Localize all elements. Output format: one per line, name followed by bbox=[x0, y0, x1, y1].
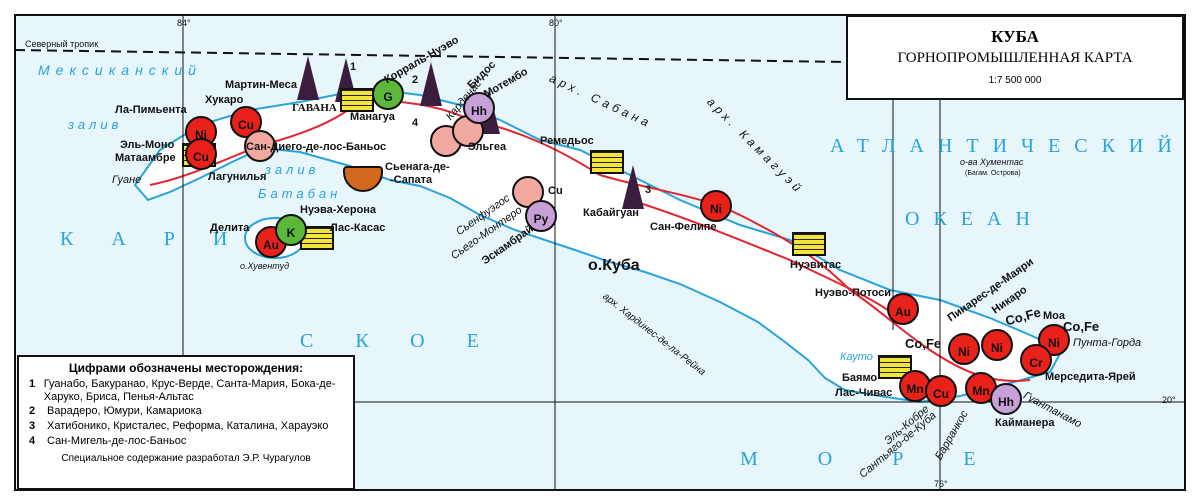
tropic-label: Северный тропик bbox=[25, 39, 99, 49]
railway-branch bbox=[629, 199, 901, 321]
place-label: Эльгеа bbox=[468, 141, 507, 153]
cuba-island-label: о.Куба bbox=[588, 257, 640, 274]
deposit-number: 1 bbox=[350, 61, 357, 73]
batabano-label: Батабан bbox=[258, 186, 342, 201]
ocean-label: ОКЕАН bbox=[905, 208, 1044, 230]
place-label: Пунта-Горда bbox=[1073, 337, 1142, 349]
deposit-number: 3 bbox=[645, 184, 652, 196]
salt-icon bbox=[590, 150, 624, 174]
capital-label: ГАВАНА bbox=[292, 102, 337, 114]
place-label: Кайманера bbox=[995, 417, 1055, 429]
pyrite-marker: Py bbox=[525, 200, 557, 232]
gulf-label-1: залив bbox=[68, 117, 123, 132]
cofe-label: Co,Fe bbox=[1063, 319, 1100, 334]
deposit-number: 4 bbox=[412, 117, 419, 129]
place-label: Мартин-Меса bbox=[225, 79, 297, 91]
nickel-marker: Ni bbox=[1038, 324, 1070, 356]
atlantic-label: АТЛАНТИЧЕСКИЙ bbox=[830, 135, 1186, 157]
caribbean-label-1: КАРИБ bbox=[60, 228, 315, 250]
place-label: Лагунилья bbox=[208, 171, 267, 183]
youth-island-label: о.Хувентуд bbox=[240, 261, 290, 271]
place-label: Нуэво-Потоси bbox=[815, 287, 892, 299]
title-box: КУБА ГОРНОПРОМЫШЛЕННАЯ КАРТА 1:7 500 000 bbox=[846, 15, 1184, 100]
legend-heading: Цифрами обозначены месторождения: bbox=[68, 361, 304, 375]
oil-icon bbox=[622, 165, 644, 209]
mexican-gulf-label: Мексиканский bbox=[38, 62, 202, 78]
place-label: Сьенага-де- bbox=[385, 161, 450, 173]
gulf-label-2: залив bbox=[265, 162, 320, 177]
oil-icon bbox=[420, 62, 442, 106]
nickel-marker: Ni bbox=[700, 190, 732, 222]
potassium-marker: K bbox=[275, 214, 307, 246]
place-label: Матаамбре bbox=[115, 152, 176, 164]
humentas-label: о-ва Хументас bbox=[960, 157, 1024, 167]
bahamas-label: (Багам. Острова) bbox=[965, 170, 1021, 177]
gypsum-marker: G bbox=[372, 78, 404, 110]
place-label: Нуэвитас bbox=[790, 259, 842, 271]
lat-20-label: 20° bbox=[1162, 395, 1176, 405]
river-label: Кауто bbox=[840, 351, 873, 363]
copper-marker: Cu bbox=[185, 138, 217, 170]
place-label: Нуэва-Херона bbox=[300, 204, 377, 216]
legend-credit: Специальное содержание разработал Э.Р. Ч… bbox=[61, 453, 311, 465]
hh-marker: Hh bbox=[463, 92, 495, 124]
tropic-line bbox=[14, 49, 847, 63]
salt-icon bbox=[340, 88, 374, 112]
place-label: Ремедьос bbox=[540, 135, 594, 147]
place-label: Лас-Чивас bbox=[835, 387, 893, 399]
oil-icon bbox=[297, 56, 319, 100]
cofe-label: Co,Fe bbox=[905, 336, 942, 351]
place-label: Кабайгуан bbox=[583, 207, 639, 219]
caribbean-label-2: СКОЕ bbox=[300, 330, 521, 352]
lon-80-label: 80° bbox=[549, 18, 563, 28]
caribbean-label-3: МОРЕ bbox=[740, 448, 1036, 470]
place-label: -Сапата bbox=[390, 174, 433, 186]
place-label: Сан-Диего-де-лос-Баньос bbox=[246, 141, 387, 153]
map-subtitle: ГОРНОПРОМЫШЛЕННАЯ КАРТА bbox=[897, 50, 1133, 66]
gold-marker: Au bbox=[887, 293, 919, 325]
nickel-marker: Ni bbox=[948, 333, 980, 365]
nickel-marker: Ni bbox=[981, 329, 1013, 361]
hh-marker: Hh bbox=[990, 383, 1022, 415]
place-label: Ла-Пимьента bbox=[115, 104, 187, 116]
map-title: КУБА bbox=[991, 27, 1039, 46]
place-label: Баямо bbox=[842, 372, 878, 384]
deposit-marker bbox=[244, 130, 276, 162]
copper-label: Cu bbox=[548, 185, 563, 197]
map-scale: 1:7 500 000 bbox=[988, 75, 1042, 86]
lon-84-label: 84° bbox=[177, 18, 191, 28]
place-label: Делита bbox=[210, 222, 250, 234]
copper-marker: Cu bbox=[925, 375, 957, 407]
salt-icon bbox=[792, 232, 826, 256]
place-label: Манагуа bbox=[350, 111, 395, 123]
chromium-marker: Cr bbox=[1020, 344, 1052, 376]
place-label: Гуане bbox=[112, 174, 142, 186]
deposit-number: 2 bbox=[412, 74, 419, 86]
place-label: Хукаро bbox=[205, 94, 244, 106]
place-label: Эль-Моно bbox=[120, 139, 175, 151]
place-label: Лас-Касас bbox=[330, 222, 386, 234]
place-label: Мерседита-Ярей bbox=[1045, 371, 1136, 383]
place-label: Моа bbox=[1043, 310, 1065, 322]
place-label: Сан-Фелипе bbox=[650, 221, 717, 233]
lon-76-label: 76° bbox=[934, 479, 948, 489]
railway bbox=[149, 98, 1031, 382]
